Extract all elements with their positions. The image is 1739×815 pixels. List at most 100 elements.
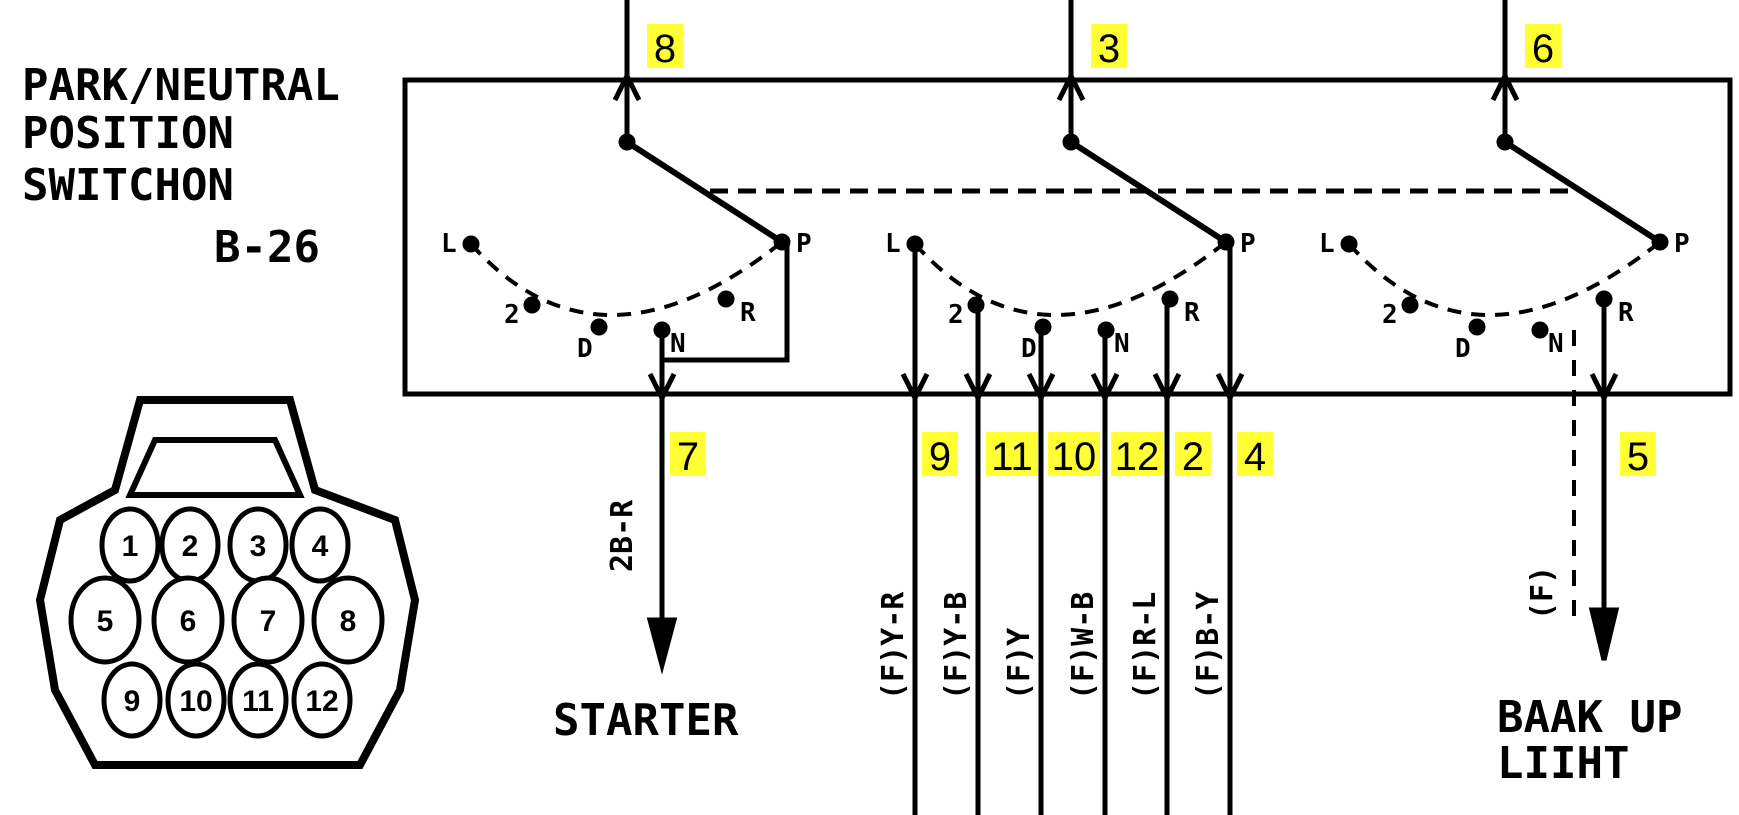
bottom-pin-9: 9: [922, 432, 958, 479]
position-label-2: 2: [1382, 300, 1398, 330]
contact-dot: [523, 296, 541, 314]
position-label-R: R: [740, 298, 756, 328]
contact-dot: [1651, 233, 1669, 251]
bottom-pin-9-text: 9: [929, 435, 951, 479]
bottom-arrow: [963, 372, 993, 404]
bottom-arrow: [1026, 372, 1056, 404]
contact-dot: [717, 290, 735, 308]
backup-light-label-2: LIIHT: [1497, 738, 1629, 789]
position-label-2: 2: [948, 300, 964, 330]
bottom-pin-7: 7: [670, 432, 706, 479]
bottom-pin-5: 5: [1620, 432, 1656, 479]
bottom-pin-10: 10: [1048, 432, 1100, 479]
bottom-pin-5-text: 5: [1627, 435, 1649, 479]
connector-pin-7: 7: [231, 575, 305, 665]
position-label-D: D: [577, 334, 593, 364]
bottom-pin-7-text: 7: [677, 435, 699, 479]
position-label-N: N: [670, 329, 686, 359]
position-label-N: N: [1114, 329, 1130, 359]
top-pin-8-text: 8: [654, 27, 676, 71]
connector-pin-1: 1: [99, 506, 161, 584]
svg-text:7: 7: [260, 605, 277, 638]
wire-color-label: (F)Y-B: [939, 592, 974, 700]
bottom-arrow: [1090, 372, 1120, 404]
contact-dot: [1468, 318, 1486, 336]
bottom-pin-10-text: 10: [1052, 435, 1097, 479]
bottom-pin-12-text: 12: [1115, 435, 1160, 479]
svg-text:10: 10: [179, 685, 212, 718]
starter-arrow: [646, 617, 678, 675]
title-line3: SWITCHON: [22, 160, 234, 211]
bottom-pin-11-text: 11: [991, 435, 1033, 479]
backup-wire-color: (F): [1525, 566, 1560, 620]
connector-pin-6: 6: [151, 575, 225, 665]
top-pin-6: 6: [1525, 24, 1561, 71]
switch-lever: [1069, 139, 1228, 245]
connector-pin-8: 8: [311, 575, 385, 665]
contact-dot: [1401, 296, 1419, 314]
switch-title: PARK/NEUTRAL POSITION SWITCHON B-26: [22, 60, 340, 273]
contact-dot: [462, 235, 480, 253]
connector-latch: [125, 437, 305, 498]
svg-text:2: 2: [182, 530, 199, 563]
position-label-2: 2: [504, 300, 520, 330]
top-pin-8: 8: [647, 24, 683, 71]
contact-dot: [1531, 321, 1549, 339]
position-arc: [1347, 240, 1662, 317]
diagram-lines: [402, 0, 1733, 815]
bottom-pin-11: 11: [986, 432, 1038, 479]
title-line1: PARK/NEUTRAL: [22, 60, 340, 111]
position-label-D: D: [1455, 334, 1471, 364]
position-label-R: R: [1184, 298, 1200, 328]
bottom-pin-2: 2: [1175, 432, 1211, 479]
connector-pin-11: 11: [227, 661, 289, 739]
bottom-pin-2-text: 2: [1182, 435, 1204, 479]
bottom-pin-4-text: 4: [1244, 435, 1266, 479]
switch-lever: [625, 139, 784, 245]
connector-ref: B-26: [214, 222, 320, 273]
position-label-L: L: [1319, 229, 1335, 259]
bottom-arrow: [1215, 372, 1245, 404]
position-label-R: R: [1618, 298, 1634, 328]
wire-color-label: (F)R-L: [1128, 592, 1163, 700]
svg-text:6: 6: [180, 605, 197, 638]
destination-labels: STARTER BAAK UP LIIHT: [553, 692, 1682, 789]
svg-text:9: 9: [124, 685, 141, 718]
position-label-N: N: [1548, 329, 1564, 359]
title-line2: POSITION: [22, 108, 234, 159]
connector-pin-5: 5: [68, 575, 142, 665]
position-arc: [913, 240, 1228, 317]
position-label-P: P: [1674, 229, 1690, 259]
svg-text:8: 8: [340, 605, 357, 638]
position-arc: [469, 240, 784, 317]
pivot-dot: [1062, 133, 1080, 151]
starter-wire-color: 2B-R: [605, 499, 640, 572]
top-arrow: [1490, 70, 1520, 102]
top-arrow: [612, 70, 642, 102]
bottom-pin-12: 12: [1111, 432, 1163, 479]
connector-pin-3: 3: [227, 506, 289, 584]
contact-dot: [1340, 235, 1358, 253]
connector-pin-10: 10: [165, 661, 227, 739]
bottom-pin-4: 4: [1237, 432, 1273, 479]
connector-pin-4: 4: [289, 506, 351, 584]
wire-color-label: (F)B-Y: [1191, 592, 1226, 700]
bottom-arrow: [900, 372, 930, 404]
top-pin-6-text: 6: [1532, 27, 1554, 71]
backup-arrow: [1588, 607, 1620, 661]
pivot-dot: [618, 133, 636, 151]
wire-color-label: (F)Y-R: [876, 591, 911, 700]
top-pin-3: 3: [1091, 24, 1127, 71]
wire-color-label: (F)W-B: [1066, 592, 1101, 700]
svg-text:4: 4: [312, 530, 329, 563]
wire-color-label: (F)Y: [1002, 628, 1037, 700]
pivot-dot: [1496, 133, 1514, 151]
position-label-D: D: [1021, 334, 1037, 364]
bottom-arrow: [1589, 372, 1619, 404]
connector-pin-12: 12: [291, 661, 353, 739]
switch-housing: [402, 77, 1733, 397]
backup-light-label-1: BAAK UP: [1497, 692, 1682, 743]
svg-text:11: 11: [242, 685, 274, 718]
